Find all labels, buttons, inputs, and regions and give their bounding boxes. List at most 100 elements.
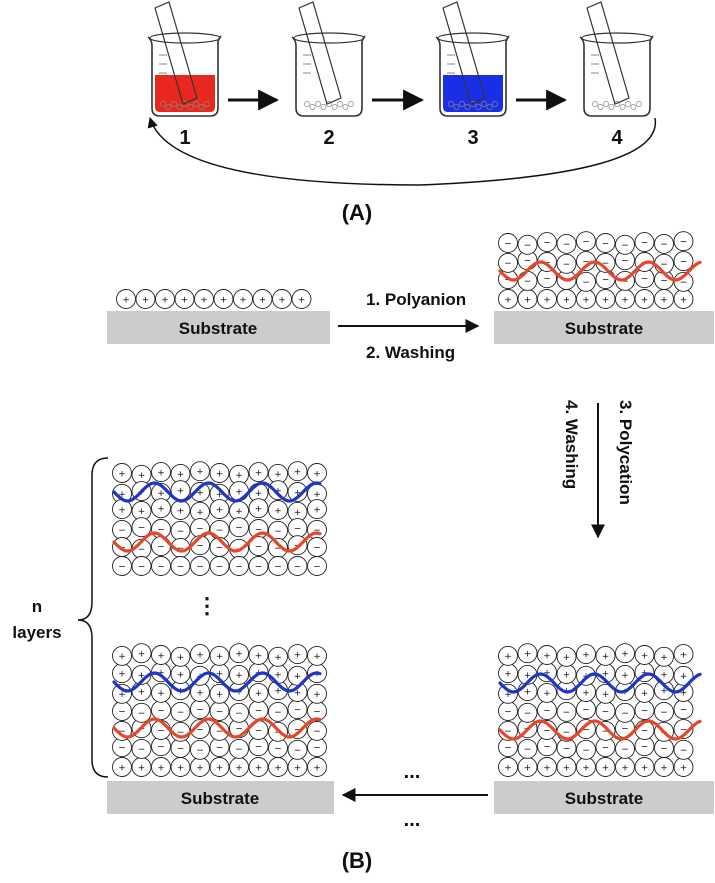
svg-text:+: + xyxy=(294,508,302,518)
cation-ion: + xyxy=(595,757,616,777)
svg-text:+: + xyxy=(563,670,571,680)
cation-ion: + xyxy=(131,757,152,777)
substrate-pebble xyxy=(304,101,310,107)
svg-text:+: + xyxy=(235,487,243,497)
svg-text:+: + xyxy=(255,763,263,773)
svg-text:+: + xyxy=(118,469,126,479)
cation-ion: + xyxy=(595,645,616,666)
substrate-pebble xyxy=(309,104,316,110)
svg-text:−: − xyxy=(157,562,165,572)
svg-text:+: + xyxy=(239,295,247,305)
svg-text:+: + xyxy=(138,763,146,773)
top-left-cation-row: ++++++++++ xyxy=(116,289,312,309)
svg-text:+: + xyxy=(504,669,512,679)
svg-text:−: − xyxy=(582,746,590,756)
vertical-ellipsis: ⋮ xyxy=(196,593,218,618)
cation-ion: + xyxy=(307,463,327,483)
svg-text:−: − xyxy=(563,744,571,754)
anion-ion: − xyxy=(673,739,694,760)
svg-text:−: − xyxy=(563,240,571,250)
beaker-2: 2 xyxy=(291,1,366,149)
anion-ion: − xyxy=(248,536,269,557)
svg-text:−: − xyxy=(157,525,165,535)
ellipsis-top: ... xyxy=(404,761,421,783)
substrate-pebble xyxy=(619,104,626,110)
svg-text:+: + xyxy=(196,468,204,478)
cation-ion: + xyxy=(112,463,132,483)
cation-ion: + xyxy=(517,643,538,664)
substrate-pebble xyxy=(348,101,354,107)
svg-text:+: + xyxy=(118,669,126,679)
cation-ion: + xyxy=(190,682,210,702)
svg-text:−: − xyxy=(255,525,263,535)
svg-text:−: − xyxy=(255,542,263,552)
svg-text:−: − xyxy=(294,746,302,756)
anion-ion: − xyxy=(517,234,538,255)
anion-ion: − xyxy=(287,719,308,740)
svg-text:+: + xyxy=(313,469,321,479)
cation-ion: + xyxy=(498,645,518,666)
anion-ion: − xyxy=(112,701,132,721)
cation-ion: + xyxy=(673,757,694,777)
beaker-liquid xyxy=(587,75,647,112)
svg-text:−: − xyxy=(138,545,146,555)
svg-text:+: + xyxy=(504,295,512,305)
svg-text:−: − xyxy=(118,707,126,717)
substrate-pebble xyxy=(331,104,338,110)
svg-text:+: + xyxy=(255,489,263,499)
svg-text:−: − xyxy=(602,743,610,753)
substrate-pebble xyxy=(337,101,343,107)
svg-text:−: − xyxy=(680,725,688,735)
substrate-pebble xyxy=(204,101,210,107)
cation-ion: + xyxy=(291,289,312,309)
substrate-pebble xyxy=(608,104,615,110)
cation-ion: + xyxy=(229,643,249,664)
svg-text:+: + xyxy=(641,651,649,661)
cation-ion: + xyxy=(229,757,249,777)
svg-text:−: − xyxy=(660,744,668,754)
substrate-top-right xyxy=(494,311,714,344)
svg-text:−: − xyxy=(177,544,185,554)
svg-text:+: + xyxy=(563,295,571,305)
substrate-label: Substrate xyxy=(181,789,259,808)
cation-ion: + xyxy=(576,644,596,665)
svg-text:+: + xyxy=(621,671,629,681)
svg-text:+: + xyxy=(274,763,282,773)
svg-text:+: + xyxy=(177,470,185,480)
cation-ion: + xyxy=(556,646,577,667)
anion-ion: − xyxy=(229,738,249,759)
anion-ion: − xyxy=(151,700,171,721)
svg-text:+: + xyxy=(524,671,532,681)
substrate-pebble xyxy=(320,104,327,110)
svg-text:+: + xyxy=(196,688,204,698)
svg-text:+: + xyxy=(563,763,571,773)
anion-ion: − xyxy=(209,701,230,721)
svg-text:+: + xyxy=(582,763,590,773)
beaker-rim xyxy=(581,32,653,44)
substrate-bottom-left xyxy=(107,781,334,814)
svg-text:+: + xyxy=(122,295,130,305)
cation-ion: + xyxy=(268,757,288,777)
svg-text:−: − xyxy=(543,726,551,736)
svg-text:+: + xyxy=(255,505,263,515)
svg-text:+: + xyxy=(216,490,224,500)
svg-text:−: − xyxy=(255,562,263,572)
svg-text:+: + xyxy=(543,669,551,679)
cation-ion: + xyxy=(615,643,635,664)
cation-ion: + xyxy=(654,757,674,777)
cation-ion: + xyxy=(673,644,694,665)
anion-ion: − xyxy=(170,701,191,722)
svg-text:+: + xyxy=(680,763,688,773)
svg-text:+: + xyxy=(298,295,306,305)
cation-ion: + xyxy=(307,683,327,704)
svg-text:−: − xyxy=(138,745,146,755)
beaker-glass xyxy=(291,35,366,117)
process-arrows xyxy=(147,89,657,186)
cation-ion: + xyxy=(673,665,694,686)
anion-ion: − xyxy=(131,517,152,538)
svg-text:−: − xyxy=(196,542,204,552)
svg-text:+: + xyxy=(255,651,263,661)
cation-ion: + xyxy=(170,664,191,684)
svg-text:−: − xyxy=(255,706,263,716)
